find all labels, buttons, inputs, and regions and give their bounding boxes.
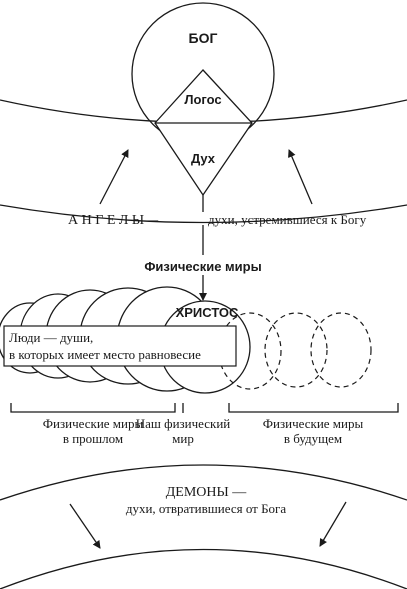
demons-description: духи, отвратившиеся от Бога [126, 501, 287, 516]
future-worlds-line-2: в будущем [284, 431, 342, 446]
past-worlds-line-2: в прошлом [63, 431, 123, 446]
future-world-3 [310, 312, 372, 388]
future-worlds-line-1: Физические миры [263, 416, 364, 431]
angels-description: духи, устремившиеся к Богу [208, 212, 367, 227]
logos-label: Логос [184, 92, 221, 107]
demons-label: ДЕМОНЫ — [166, 485, 247, 500]
past-worlds-line-1: Физические миры [43, 416, 144, 431]
our-world-line-1: Наш физический [136, 416, 231, 431]
angels-arrow-left [99, 149, 129, 205]
spirit-label: Дух [191, 151, 216, 166]
demons-arrow-right [319, 501, 347, 547]
demons-sphere-arc [0, 464, 407, 501]
christ-label: ХРИСТОС [176, 305, 239, 320]
lower-abyss-arc [0, 548, 407, 589]
physical-worlds-label: Физические миры [144, 259, 261, 274]
angels-arrow-right [288, 149, 313, 205]
future-bracket [228, 403, 399, 413]
demons-arrow-left [69, 503, 101, 549]
angels-sphere-arc [0, 204, 407, 224]
people-line-1: Люди — души, [9, 330, 93, 345]
god-label: БОГ [189, 30, 218, 46]
people-line-2: в которых имеет место равновесие [9, 347, 201, 362]
past-bracket [10, 403, 176, 413]
angels-label: А Н Г Е Л Ы— [68, 213, 159, 228]
people-box [3, 325, 237, 367]
our-world-line-2: мир [172, 431, 194, 446]
future-world-2 [264, 312, 328, 388]
logos-spirit-diamond [154, 69, 253, 197]
